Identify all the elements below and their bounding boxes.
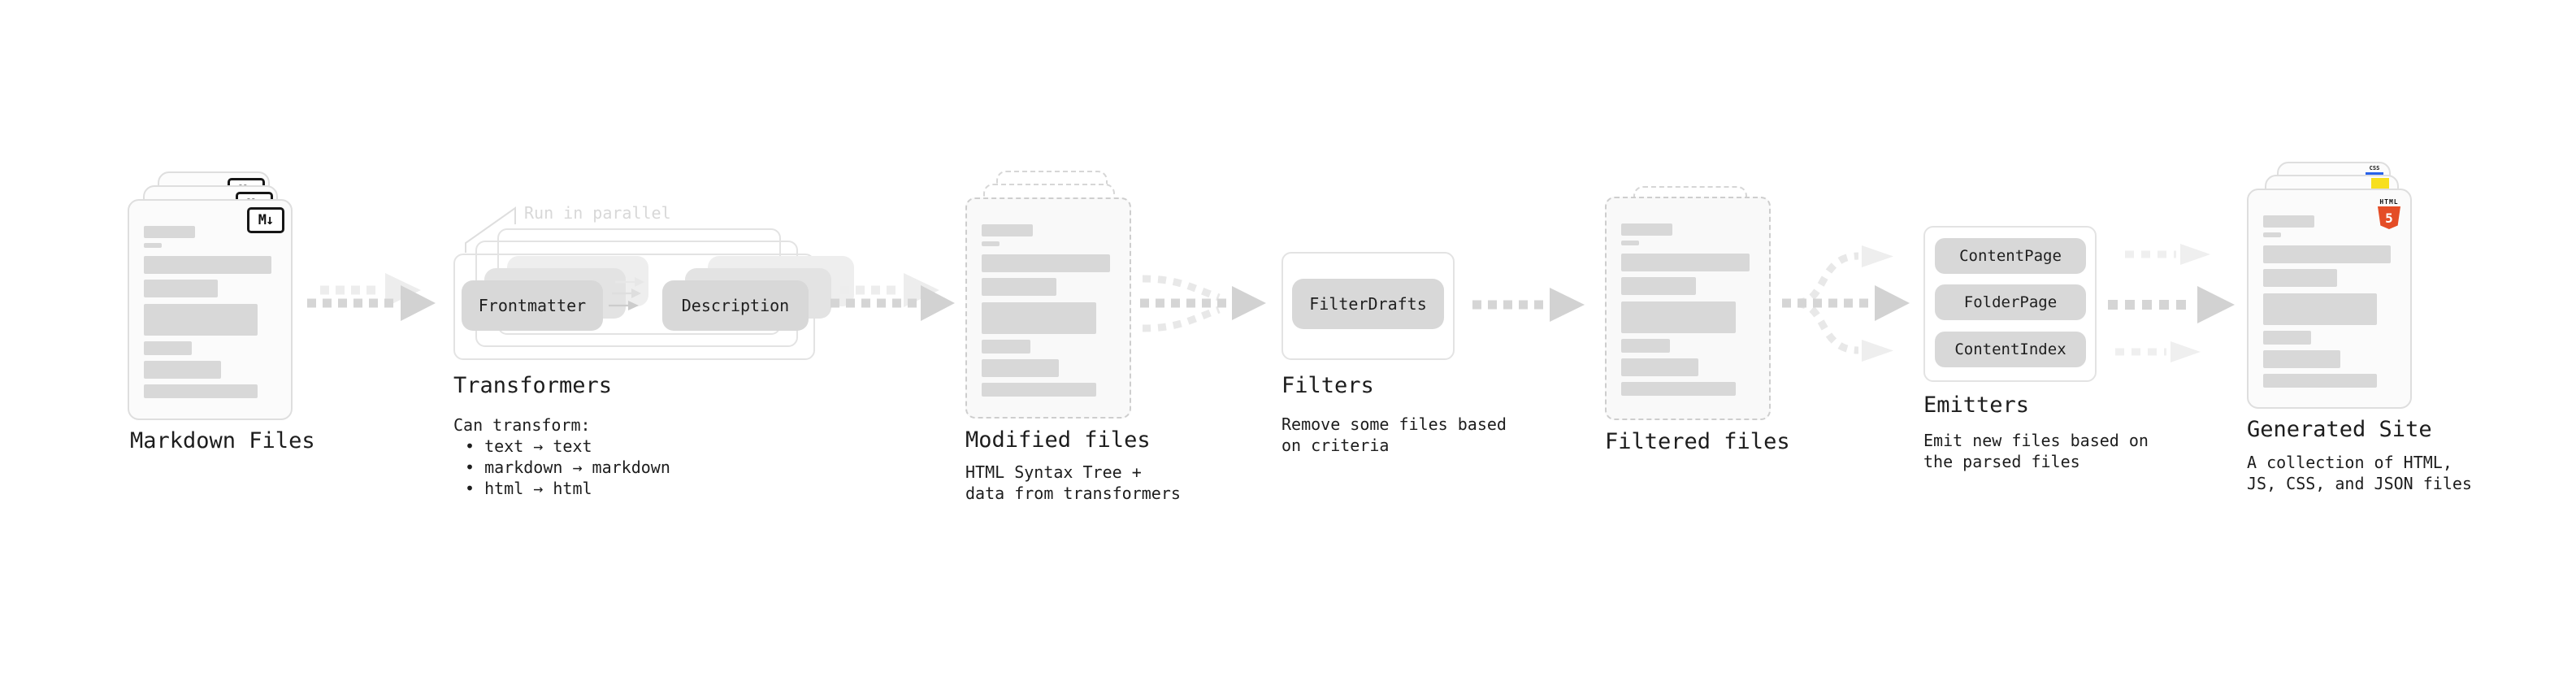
javascript-icon	[2371, 178, 2389, 191]
filters-caption: Remove some files based on criteria	[1281, 414, 1507, 455]
filters-label: Filters	[1281, 373, 1374, 398]
transformers-label: Transformers	[453, 373, 613, 398]
filters-frame	[1281, 252, 1455, 360]
skeleton-text-lines	[144, 201, 281, 419]
emitters-frame	[1923, 226, 2097, 382]
generated-site-label: Generated Site	[2247, 417, 2432, 442]
modified-files-label: Modified files	[965, 427, 1151, 453]
filterdrafts-step: FilterDrafts	[1292, 279, 1444, 329]
contentindex-emitter: ContentIndex	[1935, 332, 2086, 367]
skeleton-text-lines	[2263, 190, 2400, 407]
css-icon: CSS	[2366, 165, 2383, 175]
generated-site-caption: A collection of HTML, JS, CSS, and JSON …	[2247, 453, 2472, 493]
modified-file-card-front	[965, 197, 1131, 419]
arrow-filters-to-filtered	[1472, 288, 1585, 322]
markdown-file-card-front: M↓	[128, 199, 293, 420]
skeleton-text-lines	[982, 199, 1120, 417]
frontmatter-step: Frontmatter	[462, 280, 603, 331]
skeleton-text-lines	[1621, 198, 1759, 419]
generated-html-file-card: HTML 5	[2247, 189, 2412, 409]
filtered-file-card-front	[1605, 197, 1771, 420]
markdown-icon: M↓	[247, 207, 284, 233]
contentpage-emitter: ContentPage	[1935, 238, 2086, 274]
description-step: Description	[662, 280, 809, 331]
arrow-modified-to-filters	[1140, 275, 1266, 332]
filtered-files-label: Filtered files	[1605, 429, 1790, 454]
arrow-filtered-to-emitters	[1782, 245, 1910, 362]
transformers-caption: Can transform: • text → text • markdown …	[453, 415, 670, 498]
markdown-files-label: Markdown Files	[130, 428, 315, 453]
arrow-emitters-to-generated	[2108, 244, 2235, 362]
emitters-caption: Emit new files based on the parsed files	[1923, 431, 2149, 471]
emitters-label: Emitters	[1923, 393, 2030, 418]
html5-icon: HTML 5	[2376, 198, 2402, 229]
modified-files-caption: HTML Syntax Tree + data from transformer…	[965, 462, 1181, 503]
arrow-markdown-to-transformers	[307, 273, 436, 321]
folderpage-emitter: FolderPage	[1935, 284, 2086, 320]
run-in-parallel-note: Run in parallel	[524, 203, 671, 223]
